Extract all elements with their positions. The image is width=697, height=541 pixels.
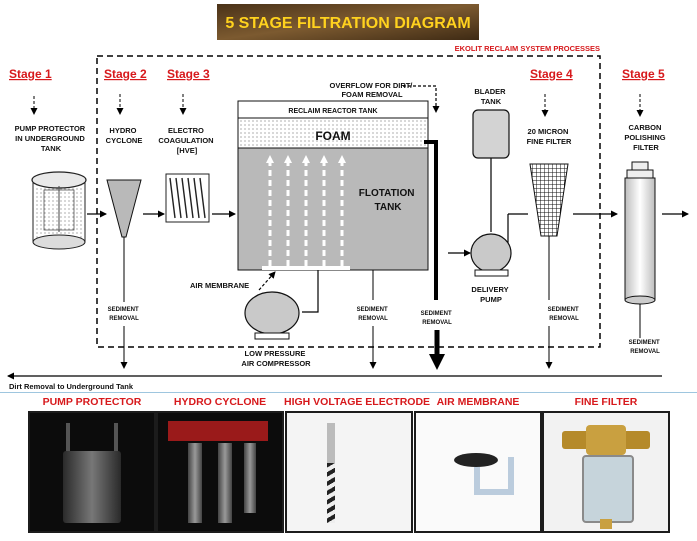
- sediment-lines: [120, 236, 641, 369]
- hydro-cyclone-shape: [106, 179, 142, 238]
- air-membrane-label: AIR MEMBRANE: [190, 281, 249, 290]
- hv-electrode-photo: [285, 411, 413, 533]
- photo-panel-hv-electrode: HIGH VOLTAGE ELECTRODE: [284, 395, 431, 533]
- sediment-label-flotation: SEDIMENT REMOVAL: [357, 307, 390, 322]
- overflow-label: OVERFLOW FOR DIRT/ FOAM REMOVAL: [329, 81, 414, 99]
- carbon-filter-shape: [624, 161, 656, 305]
- system-boundary: [96, 55, 601, 348]
- flotation-tank: [237, 147, 429, 271]
- blader-tank-label: BLADER TANK: [474, 87, 507, 106]
- fine-filter-photo: [542, 411, 670, 533]
- sediment-labels: SEDIMENT REMOVAL SEDIMENT REMOVAL SEDIME…: [108, 307, 662, 355]
- blader-tank: [472, 109, 510, 159]
- section-divider: [0, 392, 697, 393]
- flow-arrows: [87, 85, 689, 313]
- reclaim-reactor-label: RECLAIM REACTOR TANK: [288, 108, 377, 115]
- photo-panel-pump-protector: PUMP PROTECTOR: [27, 395, 157, 533]
- stage-3-label: Stage 3: [167, 67, 210, 81]
- stage-2-label: Stage 2: [104, 67, 147, 81]
- photo-panel-fine-filter: FINE FILTER: [541, 395, 671, 533]
- stage-labels: Stage 1 Stage 2 Stage 3 Stage 4 Stage 5: [9, 67, 665, 81]
- delivery-pump: DELIVERY PUMP: [470, 233, 512, 304]
- electro-coagulation-unit: [165, 173, 210, 223]
- carbon-filter-label: CARBON POLISHING FILTER: [624, 123, 667, 152]
- title-banner: 5 STAGE FILTRATION DIAGRAM: [217, 4, 479, 40]
- delivery-pump-label: DELIVERY PUMP: [471, 285, 510, 304]
- sediment-label-stage2: SEDIMENT REMOVAL: [108, 307, 141, 322]
- photo-title: FINE FILTER: [574, 396, 638, 408]
- filtration-diagram: 5 STAGE FILTRATION DIAGRAM EKOLIT RECLAI…: [7, 4, 689, 391]
- photo-title: HIGH VOLTAGE ELECTRODE: [284, 396, 431, 408]
- pump-protector-label: PUMP PROTECTOR IN UNDERGROUND TANK: [15, 124, 88, 153]
- photo-title: PUMP PROTECTOR: [42, 396, 142, 408]
- pump-protector-photo: [28, 411, 156, 533]
- fine-filter-shape: [529, 163, 569, 237]
- air-membrane-photo: [414, 411, 542, 533]
- diagram-title: 5 STAGE FILTRATION DIAGRAM: [225, 15, 470, 32]
- photo-panel-hydro-cyclone: HYDRO CYCLONE: [155, 395, 285, 533]
- compressor-label: LOW PRESSURE AIR COMPRESSOR: [241, 349, 311, 368]
- reclaim-reactor-tank: RECLAIM REACTOR TANK FOAM FLOTATION TANK: [237, 100, 429, 271]
- hydro-cyclone-photo: [156, 411, 284, 533]
- photo-title: AIR MEMBRANE: [436, 396, 520, 408]
- sediment-label-stage4: SEDIMENT REMOVAL: [548, 307, 581, 322]
- component-labels: PUMP PROTECTOR IN UNDERGROUND TANK HYDRO…: [15, 81, 667, 155]
- photo-panel-air-membrane: AIR MEMBRANE: [413, 395, 543, 533]
- stage-5-label: Stage 5: [622, 67, 665, 81]
- sediment-label-overflow: SEDIMENT REMOVAL: [421, 311, 454, 326]
- overflow-pipe: [424, 140, 438, 300]
- foam-label: FOAM: [315, 129, 350, 143]
- stage-4-label: Stage 4: [530, 67, 573, 81]
- flotation-tank-label: FLOTATION TANK: [359, 188, 418, 213]
- sediment-label-stage5: SEDIMENT REMOVAL: [629, 340, 662, 355]
- stage-arrows: [30, 94, 644, 117]
- hydro-cyclone-label: HYDRO CYCLONE: [106, 126, 143, 145]
- dirt-removal-label: Dirt Removal to Underground Tank: [9, 382, 134, 391]
- air-compressor: LOW PRESSURE AIR COMPRESSOR: [241, 291, 311, 368]
- overflow-drain-arrowhead: [429, 354, 445, 370]
- system-label: EKOLIT RECLAIM SYSTEM PROCESSES: [455, 44, 600, 53]
- electro-coagulation-label: ELECTRO COAGULATION [HVE]: [158, 126, 215, 155]
- fine-filter-label: 20 MICRON FINE FILTER: [527, 127, 572, 146]
- photo-title: HYDRO CYCLONE: [173, 396, 267, 408]
- stage-1-label: Stage 1: [9, 67, 52, 81]
- pump-protector-drum: [31, 171, 87, 250]
